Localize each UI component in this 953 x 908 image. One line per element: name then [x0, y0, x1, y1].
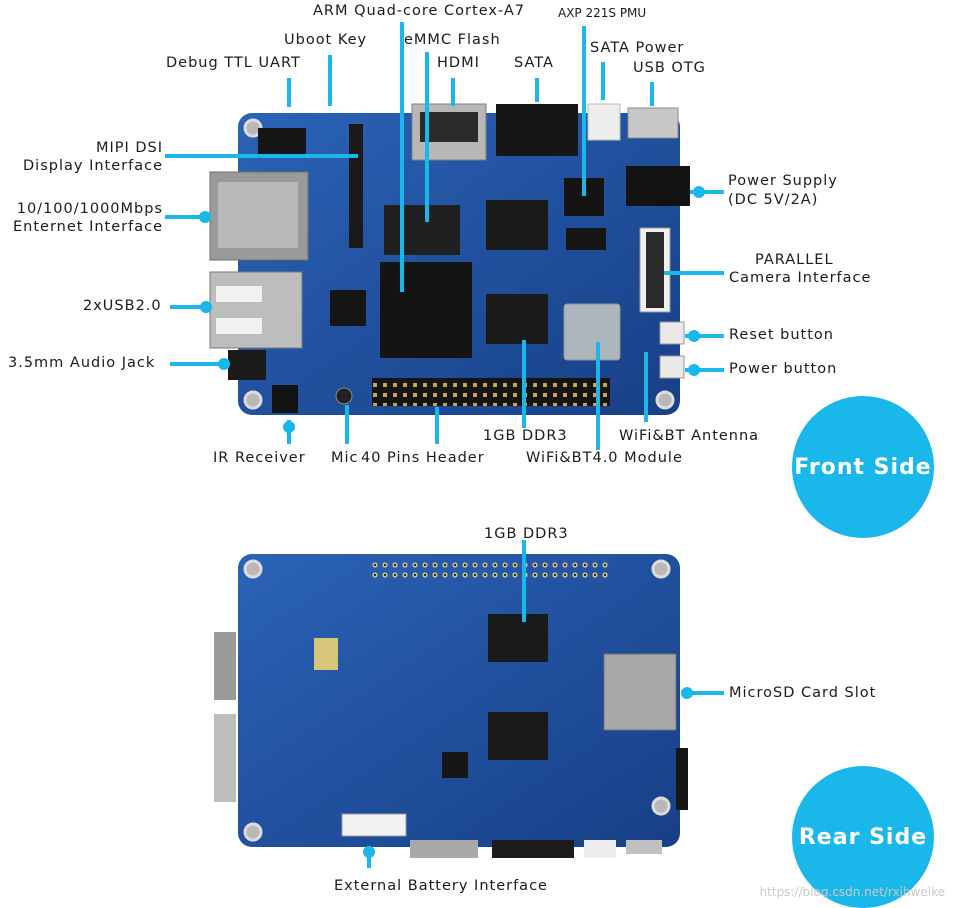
header-holes: [372, 562, 610, 582]
soc-chip: [380, 262, 472, 358]
dot-icon: [283, 421, 295, 433]
dot-icon: [693, 186, 705, 198]
label-eth-1: 10/100/1000Mbps: [16, 201, 163, 217]
leader-ends: [199, 186, 705, 858]
label-mipi-1: MIPI DSI: [95, 140, 163, 156]
label-ddr-rear: 1GB DDR3: [484, 526, 569, 542]
label-wifi: WiFi&BT4.0 Module: [526, 450, 683, 466]
emmc-chip: [384, 205, 460, 255]
label-eth-2: Enternet Interface: [13, 219, 163, 235]
dot-icon: [688, 330, 700, 342]
sata-port: [496, 104, 578, 156]
mic: [335, 387, 353, 405]
camera-slot: [646, 232, 664, 308]
label-reset: Reset button: [729, 327, 834, 343]
label-emmc: eMMC Flash: [404, 32, 501, 48]
ir-receiver: [272, 385, 298, 413]
label-ddr-front: 1GB DDR3: [483, 428, 568, 444]
sata-edge: [492, 840, 574, 858]
label-pmu: AXP 221S PMU: [558, 6, 647, 20]
label-parallel-1: PARALLEL: [755, 252, 834, 268]
label-hdmi: HDMI: [437, 55, 480, 71]
label-power-button: Power button: [729, 361, 838, 377]
label-power-2: (DC 5V/2A): [728, 192, 819, 208]
usb-port: [216, 318, 262, 334]
ethernet-side: [214, 714, 236, 802]
label-mipi-2: Display Interface: [23, 158, 163, 174]
label-sata: SATA: [514, 55, 554, 71]
label-microsd: MicroSD Card Slot: [729, 685, 877, 701]
ddr-chip: [486, 294, 548, 344]
power-button: [659, 355, 685, 379]
gpio-header: [372, 378, 610, 406]
ethernet-jack-face: [218, 182, 298, 248]
label-pins: 40 Pins Header: [361, 450, 485, 466]
ddr-chip: [486, 200, 548, 250]
label-ir: IR Receiver: [213, 450, 306, 466]
label-otg: USB OTG: [633, 60, 706, 76]
rear-board: [214, 554, 688, 858]
label-parallel-2: Camera Interface: [729, 270, 872, 286]
dot-icon: [218, 358, 230, 370]
label-arm: ARM Quad-core Cortex-A7: [313, 3, 526, 19]
dc-jack: [626, 166, 690, 206]
microsd-slot: [603, 653, 677, 731]
badge-rear-side: Rear Side: [792, 766, 934, 908]
hdmi-opening: [420, 112, 478, 142]
otg-edge: [626, 840, 662, 854]
dot-icon: [688, 364, 700, 376]
mipi-connector: [349, 124, 363, 248]
label-antenna: WiFi&BT Antenna: [619, 428, 760, 444]
label-sata-power: SATA Power: [590, 40, 685, 56]
label-mic: Mic: [331, 450, 359, 466]
usb-port: [216, 286, 262, 302]
usb-stack: [209, 271, 303, 349]
wifi-module: [563, 303, 621, 361]
audio-jack: [228, 350, 266, 380]
dc-jack-edge: [676, 748, 688, 810]
label-uboot: Uboot Key: [284, 32, 368, 48]
ic-chip: [442, 752, 468, 778]
sata-power-edge: [584, 840, 616, 858]
mount-hole-icon: [651, 559, 671, 579]
dot-icon: [200, 301, 212, 313]
usb-stack-side: [214, 632, 236, 700]
dot-icon: [363, 846, 375, 858]
mount-hole-icon: [651, 796, 671, 816]
mount-hole-icon: [243, 822, 263, 842]
label-battery: External Battery Interface: [334, 878, 548, 894]
ic-chip: [566, 228, 606, 250]
mount-hole-icon: [243, 390, 263, 410]
rear-pcb: [238, 554, 680, 847]
ddr-chip-rear: [488, 614, 548, 662]
mount-hole-icon: [243, 559, 263, 579]
label-power-1: Power Supply: [728, 173, 838, 189]
dot-icon: [681, 687, 693, 699]
sata-power-port: [587, 103, 621, 141]
reset-button: [659, 321, 685, 345]
uart-header: [258, 128, 306, 158]
front-board: [209, 103, 690, 415]
ic-chip: [330, 290, 366, 326]
watermark: https://blog.csdn.net/rxjhwelke: [759, 885, 945, 899]
dot-icon: [199, 211, 211, 223]
label-audio: 3.5mm Audio Jack: [8, 355, 156, 371]
label-debug: Debug TTL UART: [166, 55, 301, 71]
crystal: [314, 638, 338, 670]
hdmi-edge: [410, 840, 478, 858]
badge-front-side: Front Side: [792, 396, 934, 538]
label-usb: 2xUSB2.0: [83, 298, 162, 314]
battery-connector: [341, 813, 407, 837]
ddr-chip-rear: [488, 712, 548, 760]
usb-otg-port: [627, 107, 679, 139]
mount-hole-icon: [655, 390, 675, 410]
